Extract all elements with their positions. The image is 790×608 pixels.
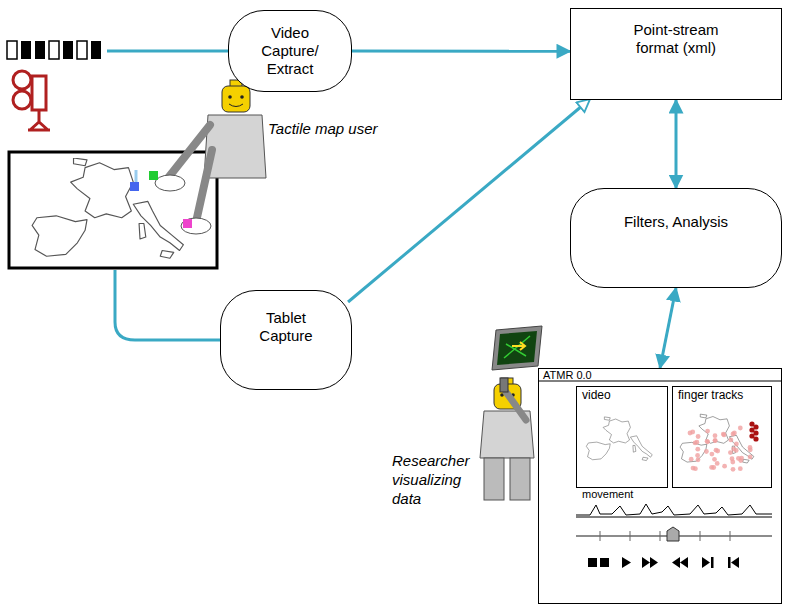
- flow-arrow: [352, 50, 570, 53]
- flow-arrow: [660, 288, 676, 368]
- app-window: ATMR 0.0 video finger tracks: [538, 368, 782, 604]
- node-text: Video Capture/ Extract: [250, 24, 330, 78]
- node-text: Point-stream format (xml): [616, 21, 736, 57]
- tracks-panel: finger tracks: [672, 386, 772, 488]
- track-label: movement: [582, 488, 702, 502]
- actor-label: Tactile map user: [268, 120, 388, 139]
- video-panel: video: [576, 386, 668, 488]
- node-text: video: [582, 388, 611, 402]
- node-text: finger tracks: [678, 388, 743, 402]
- data-box: Point-stream format (xml): [570, 8, 782, 100]
- node-text: ATMR 0.0: [543, 369, 592, 382]
- process-oval: Tablet Capture: [220, 290, 352, 390]
- node-text: Filters, Analysis: [624, 213, 728, 231]
- flow-arrow: [675, 100, 678, 188]
- actor-label: Researcher visualizing data: [392, 452, 478, 508]
- process-oval: Video Capture/ Extract: [228, 10, 352, 92]
- process-oval: Filters, Analysis: [570, 188, 782, 288]
- flow-arrow: [348, 100, 589, 302]
- node-text: Tablet Capture: [246, 309, 326, 345]
